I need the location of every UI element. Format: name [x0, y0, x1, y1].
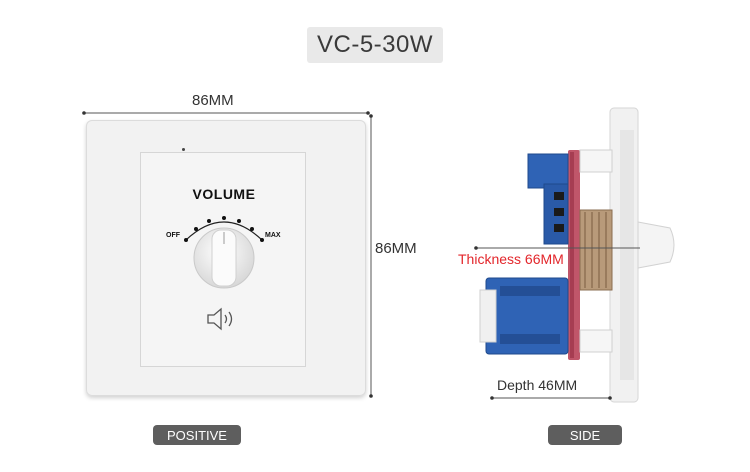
- front-width-label: 86MM: [192, 92, 234, 109]
- front-height-label: 86MM: [375, 240, 417, 257]
- model-title: VC-5-30W: [316, 31, 434, 58]
- model-title-badge: VC-5-30W: [307, 27, 443, 63]
- width-dimension-line: [82, 111, 370, 115]
- side-caption: SIDE: [548, 425, 622, 445]
- speaker-volume-icon: [207, 307, 233, 331]
- thickness-label: Thickness 66MM: [458, 251, 564, 267]
- height-dimension-line: [369, 114, 373, 398]
- volume-scale-arc: [184, 216, 264, 242]
- depth-label: Depth 46MM: [497, 377, 578, 393]
- screw-dot: [182, 148, 185, 151]
- off-label: OFF: [166, 232, 180, 239]
- side-view-illustration: [474, 107, 675, 403]
- volume-knob[interactable]: [186, 222, 262, 292]
- volume-label: VOLUME: [192, 186, 256, 202]
- max-label: MAX: [265, 232, 281, 239]
- positive-caption: POSITIVE: [153, 425, 241, 445]
